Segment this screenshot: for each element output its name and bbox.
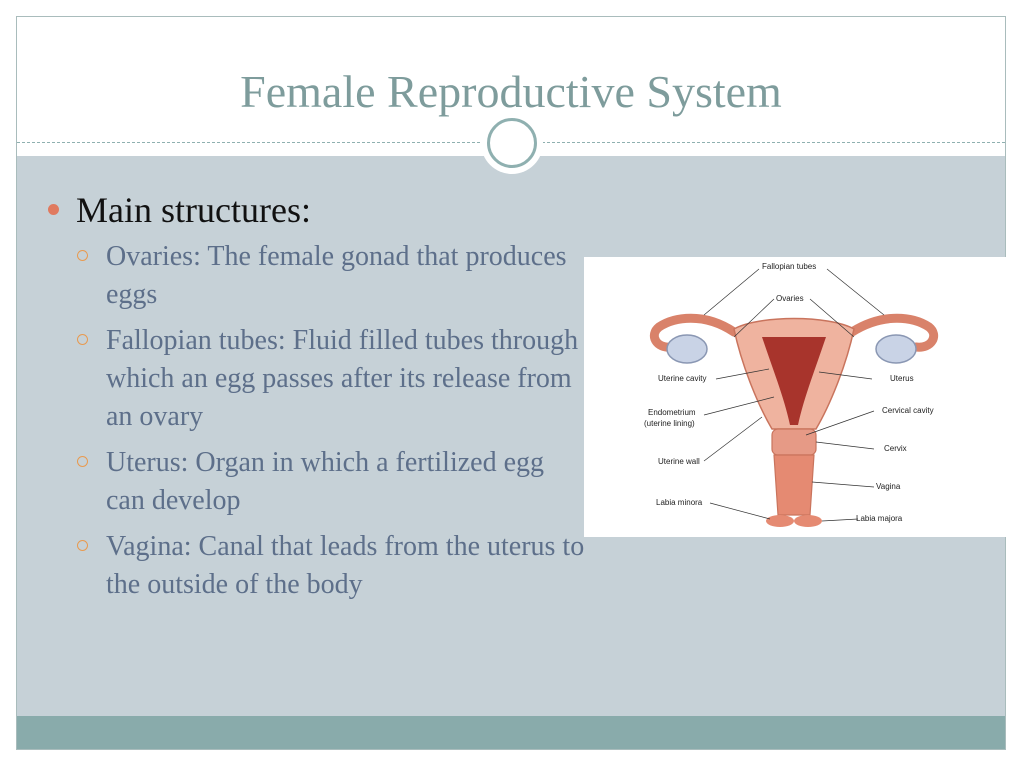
labia-minora-shape: [766, 515, 794, 527]
divider-circle-icon: [487, 118, 537, 168]
bullet-ovaries: Ovaries: The female gonad that produces …: [48, 238, 586, 314]
footer-bar: [17, 716, 1005, 749]
bullet-fallopian-tubes-text: Fallopian tubes: Fluid filled tubes thro…: [106, 325, 579, 432]
sub-bullet-ring-icon: [77, 334, 88, 345]
bullet-list: Main structures: Ovaries: The female gon…: [48, 188, 588, 612]
bullet-uterus-text: Uterus: Organ in which a fertilized egg …: [106, 447, 545, 516]
label-labia-minora: Labia minora: [656, 498, 703, 507]
label-cervix: Cervix: [884, 444, 907, 453]
labia-majora-shape: [794, 515, 822, 527]
cervix-shape: [771, 428, 817, 456]
label-uterine-lining: (uterine lining): [644, 419, 695, 428]
label-endometrium: Endometrium: [648, 408, 696, 417]
bullet-dot-icon: [48, 204, 59, 215]
bullet-main: Main structures:: [48, 188, 588, 232]
bullet-ovaries-text: Ovaries: The female gonad that produces …: [106, 241, 567, 310]
sub-bullet-ring-icon: [77, 456, 88, 467]
label-cervical-cavity: Cervical cavity: [882, 406, 934, 415]
label-uterine-wall: Uterine wall: [658, 457, 700, 466]
label-uterus: Uterus: [890, 374, 914, 383]
bullet-uterus: Uterus: Organ in which a fertilized egg …: [48, 444, 586, 520]
label-uterine-cavity: Uterine cavity: [658, 374, 706, 383]
bullet-vagina-text: Vagina: Canal that leads from the uterus…: [106, 531, 585, 600]
left-ovary: [666, 334, 708, 364]
bullet-vagina: Vagina: Canal that leads from the uterus…: [48, 528, 586, 604]
right-ovary: [875, 334, 917, 364]
right-fallopian-tube: [847, 313, 938, 352]
label-fallopian-tubes: Fallopian tubes: [762, 262, 816, 271]
label-labia-majora: Labia majora: [856, 514, 903, 523]
slide-title: Female Reproductive System: [240, 66, 782, 117]
label-ovaries: Ovaries: [776, 294, 804, 303]
anatomy-diagram: Fallopian tubes Ovaries Uterine cavity U…: [644, 262, 938, 527]
left-fallopian-tube: [650, 313, 739, 352]
bullet-main-text: Main structures:: [76, 190, 311, 230]
label-vagina: Vagina: [876, 482, 901, 491]
sub-bullet-ring-icon: [77, 250, 88, 261]
sub-bullet-ring-icon: [77, 540, 88, 551]
anatomy-figure: Fallopian tubes Ovaries Uterine cavity U…: [584, 257, 1006, 537]
uterine-cavity-shape: [762, 337, 826, 425]
vagina-shape: [773, 454, 815, 516]
bullet-fallopian-tubes: Fallopian tubes: Fluid filled tubes thro…: [48, 322, 586, 436]
